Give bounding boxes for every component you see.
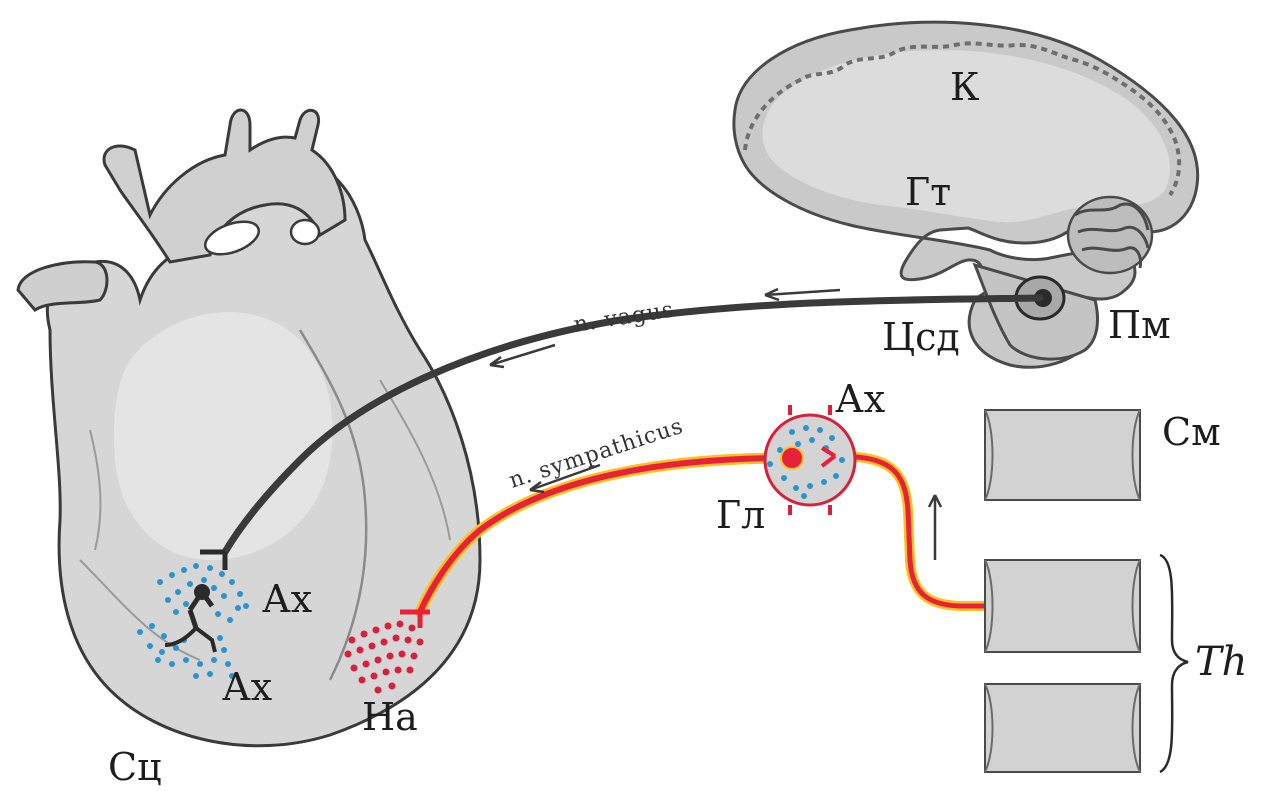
vagus-nerve-label: n. vagus: [572, 297, 676, 338]
vertebra-lower: [985, 684, 1140, 772]
thoracic-label: Th: [1195, 639, 1247, 685]
brain: К Гт Пм Цсд: [734, 22, 1198, 367]
cortex-label: К: [950, 65, 979, 109]
spinal-cord-label: См: [1162, 410, 1221, 454]
sympathetic-nerve: n. sympathicus Ах Гл: [400, 377, 1043, 628]
heart-label: Сц: [108, 745, 162, 786]
vagus-center-label: Цсд: [882, 315, 960, 359]
thoracic-brace: [1160, 555, 1188, 772]
vertebra-middle: [985, 560, 1140, 652]
noradrenaline-label: На: [362, 695, 418, 739]
cerebellum: [1068, 197, 1152, 273]
hypothalamus-label: Гт: [905, 170, 951, 214]
heart-ach-upper-label: Ах: [262, 577, 312, 621]
ganglion-label: Гл: [716, 493, 765, 537]
medulla-label: Пм: [1108, 303, 1171, 347]
heart: Ах Ах На Сц: [18, 110, 480, 786]
heart-ach-lower-label: Ах: [222, 665, 272, 709]
vertebra-upper: [985, 410, 1140, 500]
spinal-column: См Th: [985, 410, 1247, 772]
ganglion: [765, 405, 855, 515]
ganglion-ach-label: Ах: [835, 377, 885, 421]
